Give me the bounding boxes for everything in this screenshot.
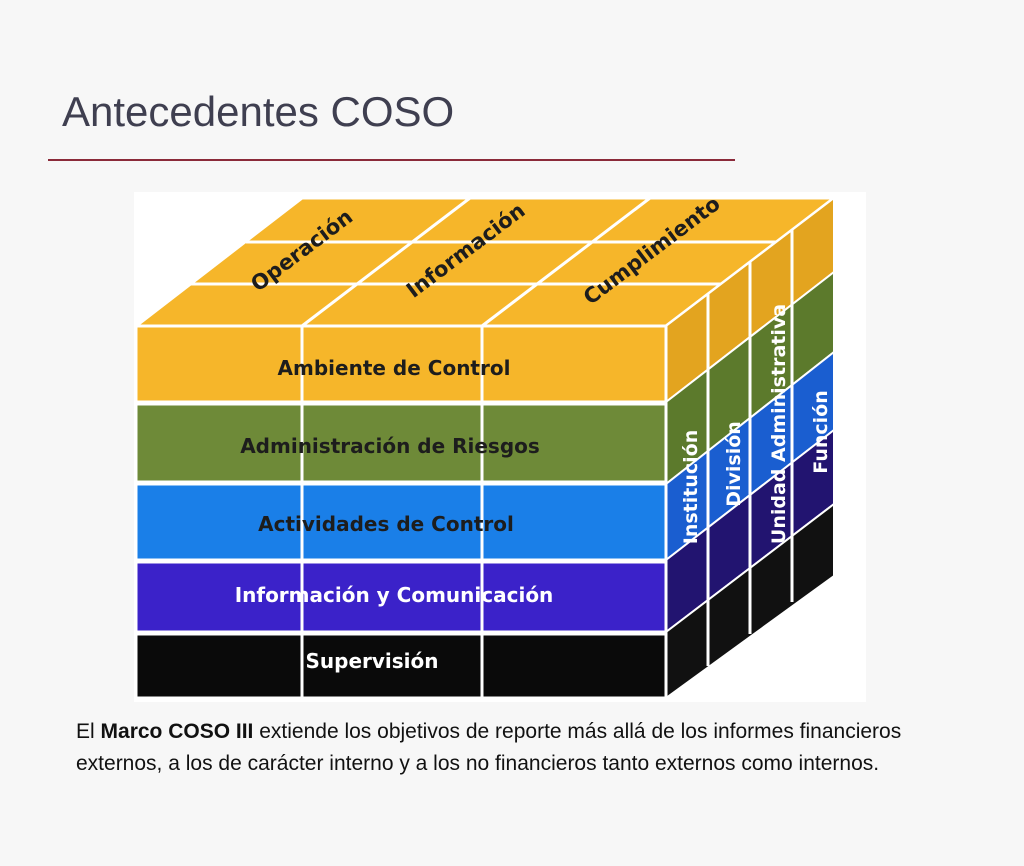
cube-front-face	[134, 324, 668, 700]
layer-label-riesgos: Administración de Riesgos	[240, 434, 540, 458]
page-title: Antecedentes COSO	[62, 88, 455, 135]
title-divider	[48, 159, 735, 161]
caption-bold-term: Marco COSO III	[100, 720, 254, 743]
layer-label-ambiente: Ambiente de Control	[278, 356, 511, 380]
cube-side-face	[665, 195, 835, 700]
layer-supervision	[134, 632, 668, 700]
side-label-unidad-administrativa: Unidad Administrativa	[768, 304, 790, 544]
layer-label-informacion: Información y Comunicación	[235, 583, 554, 607]
caption-rest: extiende los objetivos de reporte más al…	[76, 720, 902, 775]
layer-informacion-y-comunicacion	[134, 560, 668, 634]
side-label-funcion: Función	[810, 390, 832, 473]
side-label-division: División	[723, 421, 745, 507]
layer-actividades-de-control	[134, 482, 668, 562]
layer-label-actividades: Actividades de Control	[258, 512, 514, 536]
layer-label-supervision: Supervisión	[305, 649, 438, 673]
side-label-institucion: Institución	[680, 430, 702, 544]
layer-ambiente-de-control	[134, 324, 668, 404]
coso-cube-diagram: Ambiente de Control Administración de Ri…	[134, 192, 866, 702]
caption-prefix: El	[76, 720, 101, 743]
layer-administracion-de-riesgos	[134, 402, 668, 484]
caption-text: El Marco COSO III extiende los objetivos…	[76, 716, 976, 780]
